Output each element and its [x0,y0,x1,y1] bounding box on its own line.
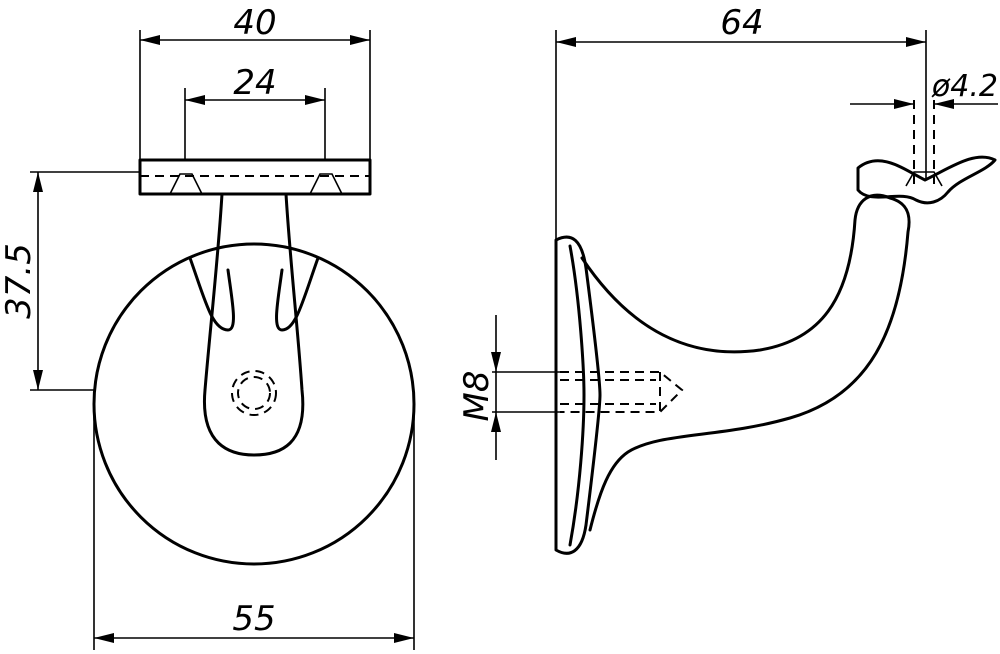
rail-disc [92,242,416,566]
dim-base-width: 40 [139,3,371,160]
dim-hole-spacing: 24 [184,63,326,160]
hidden-thread-hole [231,370,277,416]
threaded-stud [560,371,684,413]
dim-projection: 64 [555,3,927,240]
dim-text-hole-dia: ø4.2 [931,69,998,104]
dim-text-37-5: 37.5 [0,243,39,319]
countersunk-hole-left [169,173,203,195]
dim-thread: M8 [457,315,560,460]
dim-height: 37.5 [0,171,140,391]
side-view: 64 ø4.2 M8 [457,3,998,555]
dim-text-40: 40 [233,3,276,43]
front-view: 40 24 37.5 55 [0,3,416,650]
rosette-profile [554,235,602,555]
dim-disc-diameter: 55 [93,404,415,650]
bracket-arm [580,193,911,532]
countersunk-hole-right [309,173,343,195]
dim-text-55: 55 [232,599,275,639]
dim-text-64: 64 [720,3,763,43]
dim-hole-diameter: ø4.2 [850,69,998,109]
dim-text-m8: M8 [457,371,497,422]
dim-text-24: 24 [233,63,276,103]
